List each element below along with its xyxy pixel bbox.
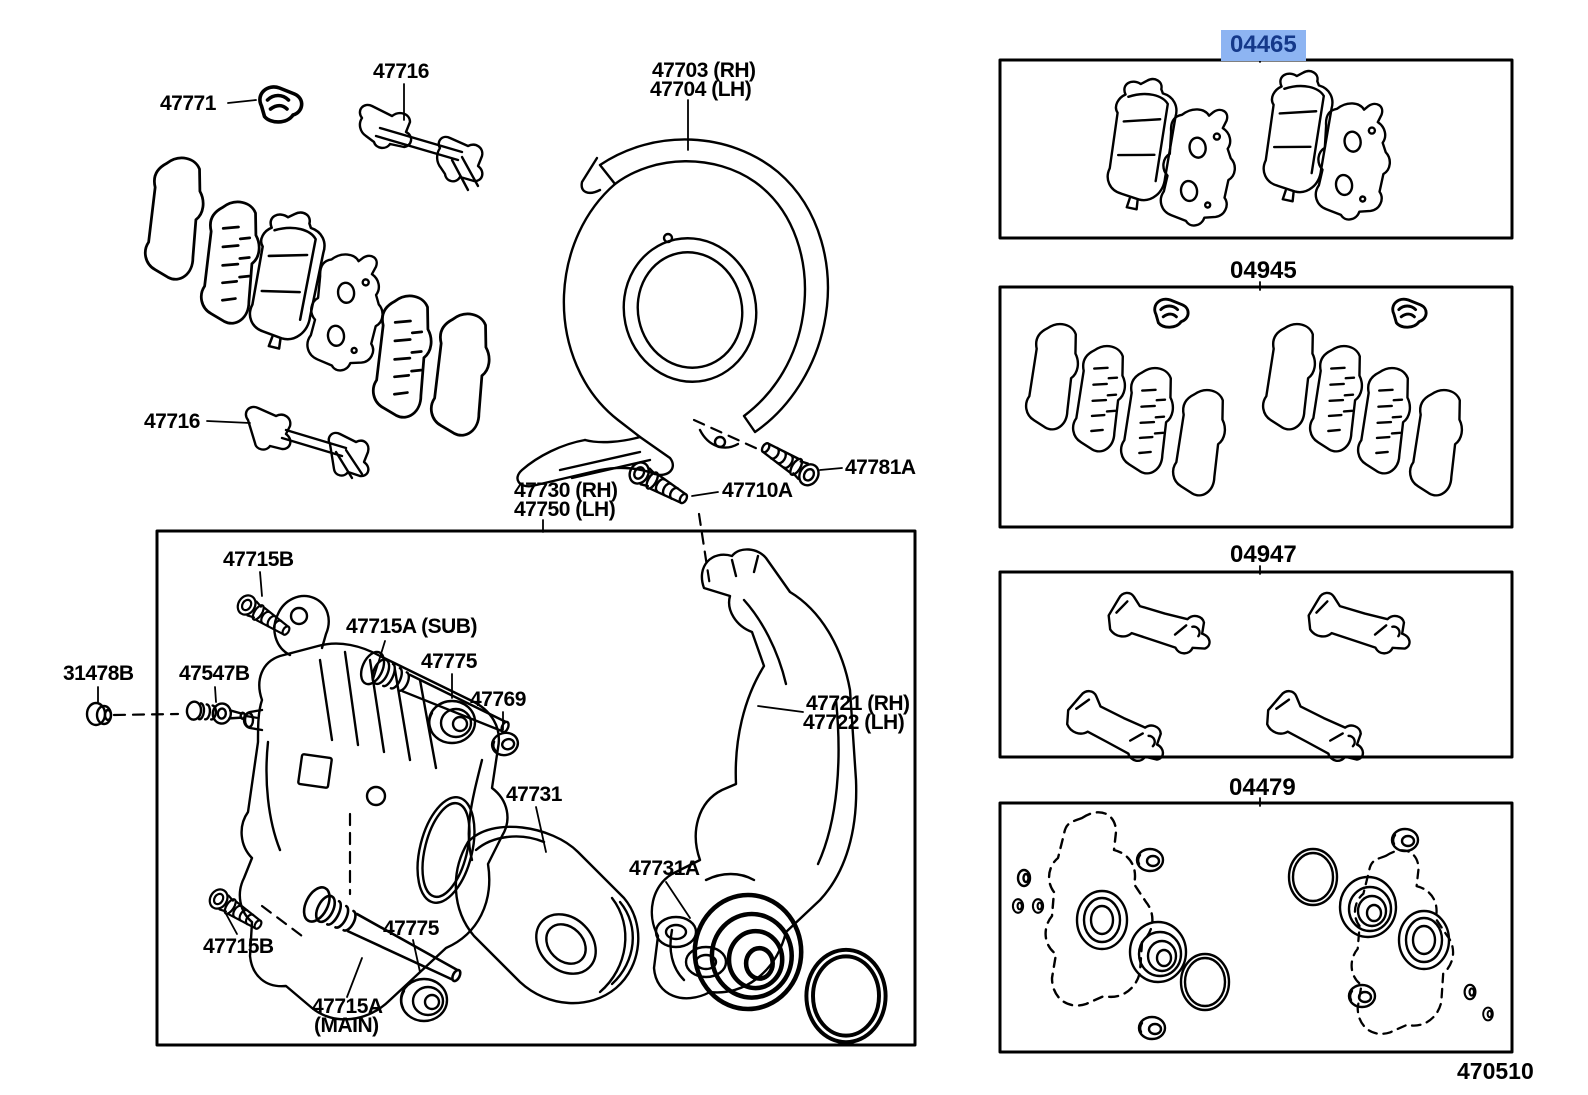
assembly-dashed-lines (112, 418, 762, 938)
part-label-47704-lh[interactable]: 47704 (LH) (650, 78, 752, 101)
piston-47731-drawing (454, 825, 640, 1005)
part-label-31478b[interactable]: 31478B (63, 662, 134, 685)
part-label-47716-top[interactable]: 47716 (373, 60, 429, 83)
figure-code: 470510 (1457, 1058, 1534, 1084)
part-label-47731a[interactable]: 47731A (629, 857, 700, 880)
pad-wear-indicator-47771-drawing (258, 85, 304, 124)
slide-bolt-47715b-top-drawing (233, 590, 295, 642)
part-label-47730-rh[interactable]: 47730 (RH) (514, 479, 618, 502)
cylinder-kit-04479-drawing (1011, 811, 1494, 1041)
brake-pad-stack-drawing (139, 153, 497, 440)
kit-label-04945[interactable]: 04945 (1230, 257, 1297, 284)
pad-support-plate-bottom-47716-drawing (244, 405, 370, 480)
part-label-47703-rh[interactable]: 47703 (RH) (652, 59, 756, 82)
bushing-boot-47775-bottom-drawing (399, 977, 449, 1023)
part-label-47750-lh[interactable]: 47750 (LH) (514, 498, 616, 521)
part-label-47710a[interactable]: 47710A (722, 479, 793, 502)
dust-shield-47703-drawing (516, 138, 830, 488)
kit-box-04479 (998, 801, 1514, 1054)
part-label-47775-top[interactable]: 47775 (421, 650, 477, 673)
slide-bolt-47715b-bottom-drawing (205, 884, 267, 936)
caliper-assembly-box (155, 529, 917, 1047)
part-label-47722-lh[interactable]: 47722 (LH) (803, 711, 905, 734)
part-label-47715b-bottom[interactable]: 47715B (203, 935, 274, 958)
fitting-kit-04947-drawing (1063, 583, 1412, 764)
kit-box-04947 (998, 570, 1514, 759)
pad-support-plate-top-47716-drawing (358, 103, 484, 192)
part-label-47547b[interactable]: 47547B (179, 662, 250, 685)
part-label-47781a[interactable]: 47781A (845, 456, 916, 479)
bleeder-cap-31478b-drawing (85, 701, 113, 727)
kit-box-04945 (998, 285, 1514, 529)
part-label-47771[interactable]: 47771 (160, 92, 216, 115)
kit-label-04465-selected[interactable]: 04465 (1221, 30, 1306, 61)
kit-box-04465 (998, 58, 1514, 240)
piston-seal-ring-drawing (416, 796, 476, 904)
leader-lines (97, 83, 843, 998)
shim-kit-04945-drawing (1020, 297, 1470, 500)
part-label-47769[interactable]: 47769 (470, 688, 526, 711)
part-label-47775-bottom[interactable]: 47775 (383, 917, 439, 940)
part-label-47715a-sub[interactable]: 47715A (SUB) (346, 615, 477, 638)
set-ring-47731a-drawing (804, 947, 888, 1045)
cylinder-boot-drawing (695, 895, 801, 1009)
kit-label-04479[interactable]: 04479 (1229, 774, 1296, 801)
part-label-47716-bottom[interactable]: 47716 (144, 410, 200, 433)
part-label-47721-rh[interactable]: 47721 (RH) (806, 692, 910, 715)
part-label-47715a-main[interactable]: 47715A (312, 995, 383, 1018)
bushing-boot-47775-top-drawing (427, 699, 477, 745)
bleeder-plug-47547b-drawing (185, 700, 246, 725)
caliper-body-drawing (238, 594, 509, 1021)
pad-kit-04465-drawing (1103, 66, 1398, 231)
part-label-47715b-top[interactable]: 47715B (223, 548, 294, 571)
kit-label-04947[interactable]: 04947 (1230, 541, 1297, 568)
cap-47769-drawing (488, 728, 522, 760)
bolt-47710a-drawing (624, 457, 693, 511)
part-label-47715a-main-qualifier[interactable]: (MAIN) (314, 1014, 379, 1037)
part-label-47731[interactable]: 47731 (506, 783, 562, 806)
